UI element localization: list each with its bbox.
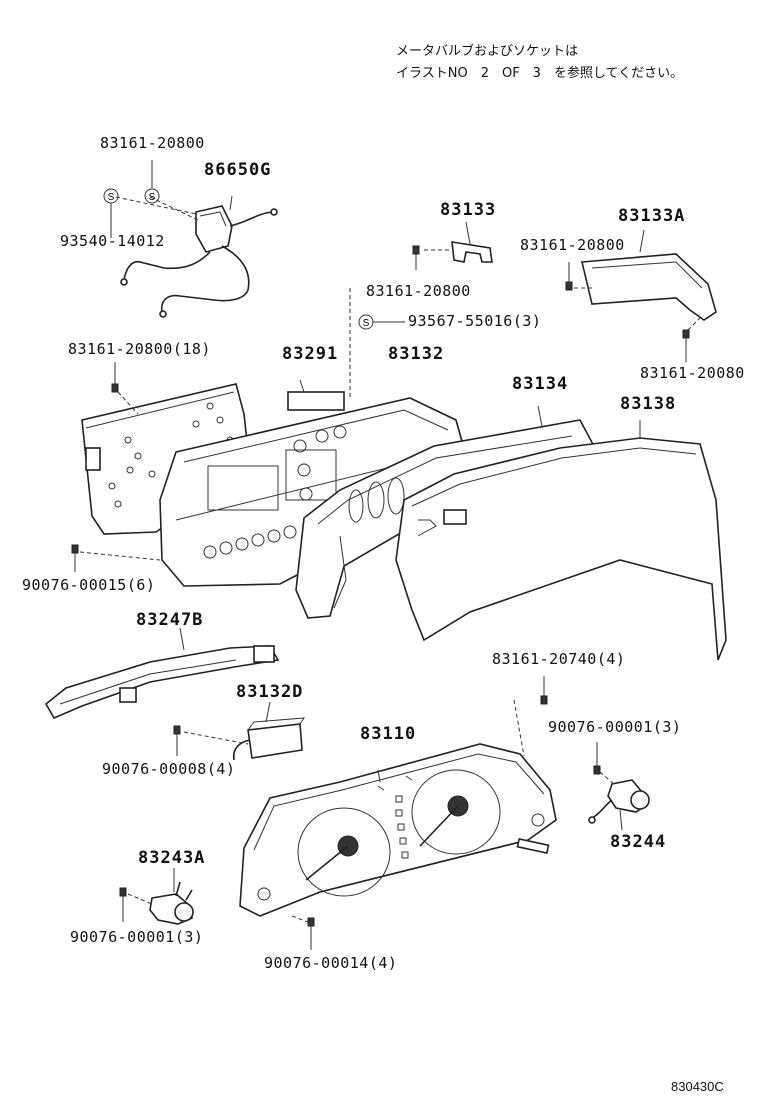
s-marker-text: S [108,192,115,203]
s-marker-text: S [363,318,370,329]
s-marker-text: S [149,192,156,203]
label-83161-20800-18: 83161-20800(18) [68,340,211,358]
bracket-83133a [574,229,717,331]
module-83132d [183,701,305,761]
screw-icon [565,262,573,291]
screw-icon [412,245,420,270]
label-83110: 83110 [360,724,417,744]
label-83161-20800-top: 83161-20800 [100,134,205,152]
label-83161-20800-mid: 83161-20800 [366,282,471,300]
label-83161-20740: 83161-20740(4) [492,650,626,668]
label-83161-20800-right: 83161-20800 [520,236,625,254]
screw-icon [119,887,127,922]
screw-icon [540,676,548,705]
meter-face-83110 [239,699,557,917]
screw-icon [307,917,315,950]
label-83247b: 83247B [136,610,204,630]
note-line-2: イラストNO 2 OF 3 を参照してください。 [396,66,684,81]
label-90076-00014: 90076-00014(4) [264,954,398,972]
meter-case-83132 [159,379,471,587]
wire-harness-83247b [44,627,280,720]
note-line-1: メータバルブおよびソケットは [396,44,579,59]
label-90076-00008: 90076-00008(4) [102,760,236,778]
label-83138: 83138 [620,394,677,414]
label-90076-00001-left: 90076-00001(3) [70,928,204,946]
label-83244: 83244 [610,832,667,852]
screw-icon [593,742,601,775]
s-marker-right: S [144,188,160,204]
label-83132: 83132 [388,344,445,364]
s-marker-93567: S [358,314,374,330]
buzzer-86650g [115,195,278,318]
label-90076-00015: 90076-00015(6) [22,576,156,594]
glass-cover-83138 [395,420,727,661]
socket-83243a [127,868,194,925]
screw-icon [111,362,119,393]
bracket-83133 [424,221,493,263]
label-83133a: 83133A [618,206,686,226]
screw-icon [682,329,690,362]
label-83134: 83134 [512,374,569,394]
screw-icon [71,544,79,572]
label-90076-00001-right: 90076-00001(3) [548,718,682,736]
label-83132d: 83132D [236,682,304,702]
label-83133: 83133 [440,200,497,220]
label-83243a: 83243A [138,848,206,868]
illustration-code: 830430C [671,1079,724,1094]
label-86650g: 86650G [204,160,272,180]
socket-83244 [588,771,650,831]
label-83291: 83291 [282,344,339,364]
label-93540-14012: 93540-14012 [60,232,165,250]
s-marker-left: S [103,188,119,204]
screw-icon [173,725,181,756]
label-93567-55016: 93567-55016(3) [408,312,542,330]
label-83161-20080: 83161-20080 [640,364,745,382]
